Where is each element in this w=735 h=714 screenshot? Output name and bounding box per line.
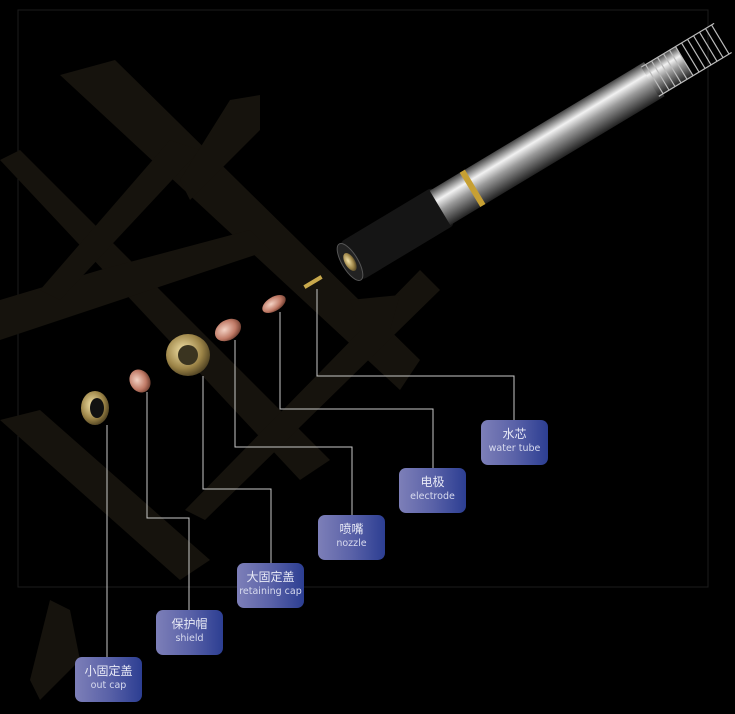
label-en: out cap <box>90 680 127 691</box>
label-cn: 电极 <box>420 475 445 489</box>
shield-part <box>129 369 151 393</box>
label-cn: 大固定盖 <box>246 570 295 584</box>
leader-lines <box>106 289 515 657</box>
label-shield: 保护帽 shield <box>156 610 223 655</box>
label-water-tube: 水芯 water tube <box>481 420 548 465</box>
label-out-cap: 小固定盖 out cap <box>75 657 142 702</box>
label-en: nozzle <box>336 538 367 549</box>
label-retaining-cap: 大固定盖 retaining cap <box>237 563 304 608</box>
nozzle-part <box>214 318 242 342</box>
retaining-cap-part <box>166 334 210 376</box>
label-cn: 小固定盖 <box>84 664 133 678</box>
electrode-part <box>262 295 286 313</box>
label-en: water tube <box>488 443 541 454</box>
label-electrode: 电极 electrode <box>399 468 466 513</box>
label-nozzle: 喷嘴 nozzle <box>318 515 385 560</box>
label-en: shield <box>175 633 204 644</box>
calligraphy-background <box>0 60 440 700</box>
label-cn: 水芯 <box>502 427 527 441</box>
torch-body <box>336 22 732 281</box>
label-cn: 喷嘴 <box>339 522 364 536</box>
label-en: electrode <box>410 491 455 502</box>
label-en: retaining cap <box>239 586 302 597</box>
out-cap-part <box>81 391 109 425</box>
water-tube-part <box>303 275 323 289</box>
label-cn: 保护帽 <box>171 617 208 631</box>
